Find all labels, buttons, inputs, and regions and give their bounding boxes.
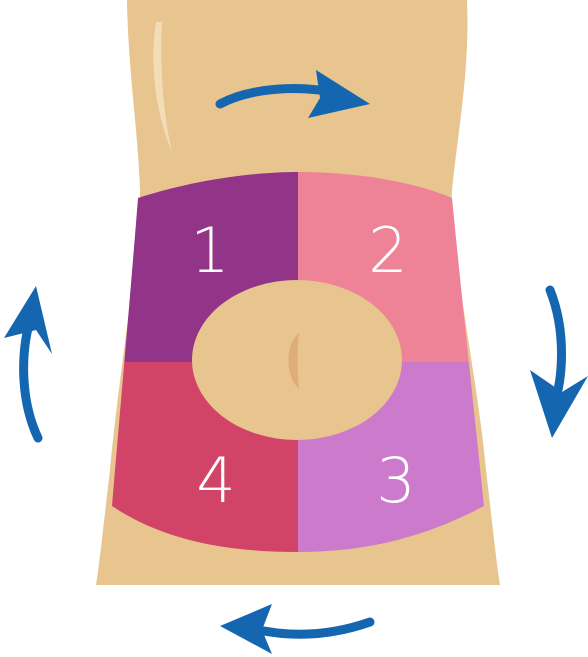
arrow-top [215, 70, 370, 118]
belly-button-icon [288, 333, 299, 389]
torso-highlight [153, 22, 172, 152]
quadrant-3-label: 3 [376, 444, 415, 517]
curved-arrow-icon [530, 370, 588, 438]
curved-arrow-icon [4, 286, 52, 354]
curved-arrow-icon [308, 70, 370, 118]
curved-arrow-icon [220, 604, 272, 654]
quadrant-band [112, 172, 484, 552]
quadrant-4-label: 4 [196, 444, 235, 517]
quadrant-1-label: 1 [190, 214, 229, 287]
quadrant-2-label: 2 [368, 214, 407, 287]
arrow-left [4, 286, 52, 443]
arrow-right [530, 285, 588, 438]
arrow-bottom [220, 604, 375, 654]
